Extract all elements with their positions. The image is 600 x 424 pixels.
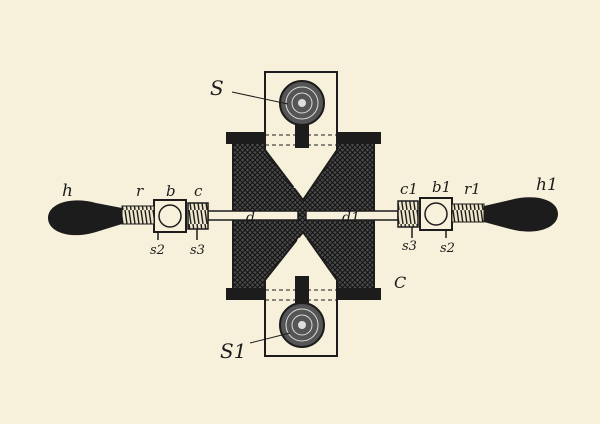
right-spring — [451, 203, 485, 223]
label-right-handle: h1 — [536, 175, 558, 195]
left-collar — [187, 202, 209, 230]
left-clamp — [153, 199, 187, 233]
label-upper-screw: S — [210, 76, 224, 100]
left-spring — [121, 205, 155, 225]
label-lower-screw: S1 — [220, 339, 246, 363]
label-right-spring: r1 — [464, 180, 481, 198]
label-left-rod: d — [246, 210, 255, 226]
label-north-pole: N — [293, 172, 311, 193]
right-collar — [397, 200, 419, 228]
label-left-spring: r — [136, 182, 144, 200]
label-right-screw-a: s3 — [402, 239, 417, 254]
label-left-clamp: b — [166, 182, 176, 200]
label-right-clamp: b1 — [432, 178, 451, 196]
left-handle — [48, 200, 122, 236]
right-clamp — [419, 197, 453, 231]
label-left-handle: h — [62, 181, 73, 201]
label-south-pole: S — [295, 234, 307, 255]
label-left-screw-b: s3 — [190, 243, 205, 258]
label-left-collar: c — [194, 182, 203, 200]
right-handle — [484, 197, 558, 232]
label-right-collar: c1 — [400, 180, 418, 198]
label-right-rod: d1 — [342, 210, 360, 226]
label-right-screw-b: s2 — [440, 241, 455, 256]
label-left-screw-a: s2 — [150, 243, 165, 258]
label-coil: C — [394, 273, 406, 292]
lower-screw-head — [279, 302, 325, 348]
upper-screw-head — [279, 80, 325, 126]
